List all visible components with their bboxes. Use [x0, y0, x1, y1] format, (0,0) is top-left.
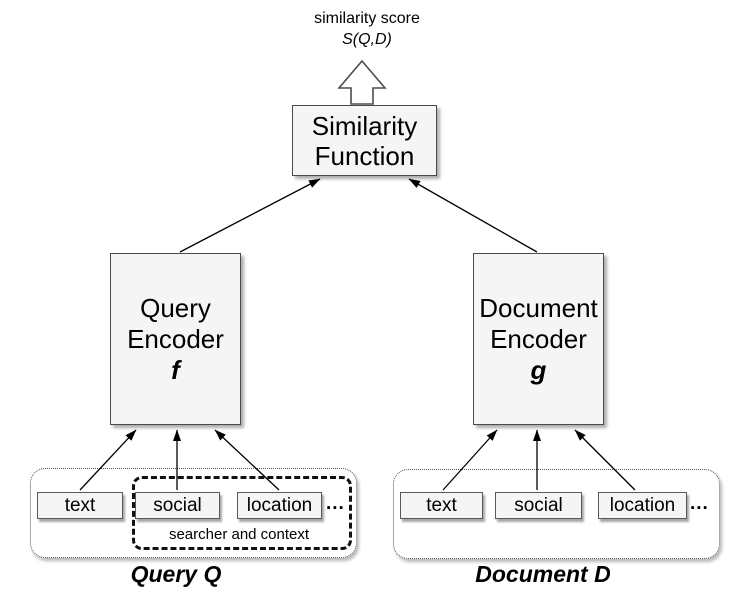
- similarity-function-label-line1: Similarity: [311, 110, 418, 141]
- similarity-score-caption: similarity score S(Q,D): [277, 8, 457, 50]
- document-input-group: [393, 469, 720, 559]
- similarity-function-label-line2: Function: [314, 140, 415, 171]
- query-encoder-label-line2: Encoder: [127, 323, 224, 354]
- query-input-text: text: [37, 492, 123, 519]
- document-input-text: text: [400, 492, 483, 519]
- document-encoder-label-line2: Encoder: [490, 323, 587, 354]
- document-encoder-symbol: g: [530, 354, 547, 385]
- similarity-score-formula: S(Q,D): [342, 31, 392, 48]
- document-inputs-ellipsis: ...: [690, 493, 709, 514]
- searcher-context-label: searcher and context: [168, 526, 310, 543]
- query-input-social: social: [135, 492, 220, 519]
- document-encoder-box: Document Encoder g: [473, 253, 604, 425]
- query-encoder-box: Query Encoder f: [110, 253, 241, 425]
- query-group-label: Query Q: [130, 561, 222, 587]
- similarity-function-box: Similarity Function: [292, 105, 437, 176]
- similarity-score-text: similarity score: [314, 10, 420, 27]
- document-encoder-label-line1: Document: [479, 292, 598, 323]
- query-input-location: location: [237, 492, 322, 519]
- query-encoder-symbol: f: [171, 354, 180, 385]
- query-encoder-label-line1: Query: [140, 292, 211, 323]
- document-group-label: Document D: [475, 561, 611, 587]
- output-block-arrow-icon: [337, 59, 387, 105]
- document-input-location: location: [598, 492, 687, 519]
- query-inputs-ellipsis: ...: [326, 493, 345, 514]
- arrow-query-encoder-to-similarity: [179, 178, 321, 253]
- document-input-social: social: [495, 492, 582, 519]
- query-input-group: [30, 468, 357, 558]
- arrow-document-encoder-to-similarity: [408, 178, 538, 253]
